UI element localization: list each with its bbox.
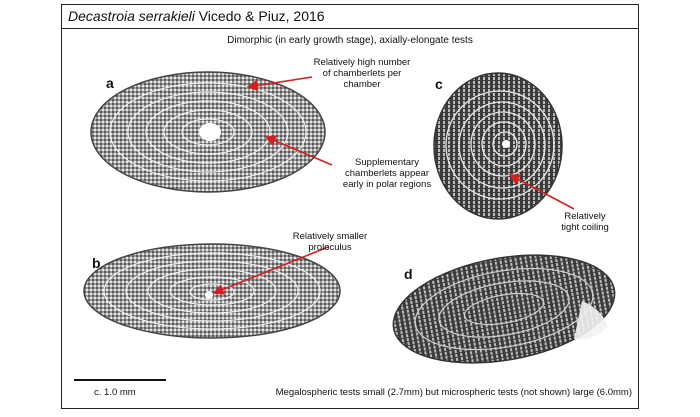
annotation-supplementary: Supplementary chamberlets appear early i… bbox=[342, 157, 432, 190]
panel-label-d: d bbox=[404, 266, 413, 282]
panel-label-b: b bbox=[92, 255, 101, 271]
specimen-illustrations bbox=[74, 71, 616, 381]
species-name: Decastroia serrakieli bbox=[68, 8, 195, 24]
panel-label-c: c bbox=[435, 76, 443, 92]
title-bar: Decastroia serrakieli Vicedo & Piuz, 201… bbox=[62, 5, 638, 29]
scale-bar-label: c. 1.0 mm bbox=[94, 387, 136, 398]
annotation-proloculus: Relatively smaller proloculus bbox=[292, 231, 368, 253]
chamberlets-arrow bbox=[246, 76, 313, 92]
supplementary-arrow bbox=[264, 135, 333, 166]
figure-subtitle: Dimorphic (in early growth stage), axial… bbox=[227, 35, 473, 46]
coiling-arrow bbox=[508, 174, 575, 210]
figure-frame: Decastroia serrakieli Vicedo & Piuz, 201… bbox=[61, 4, 639, 409]
specimen-d-image bbox=[392, 254, 616, 364]
figure-title: Decastroia serrakieli Vicedo & Piuz, 201… bbox=[68, 8, 325, 24]
specimen-c-image bbox=[433, 72, 563, 220]
panel-label-a: a bbox=[106, 75, 114, 91]
specimen-a-image bbox=[90, 71, 326, 193]
proloculus-arrow bbox=[212, 246, 329, 295]
species-authority: Vicedo & Piuz, 2016 bbox=[194, 8, 325, 24]
annotation-coiling: Relatively tight coiling bbox=[561, 211, 609, 233]
annotation-chamberlets: Relatively high number of chamberlets pe… bbox=[313, 57, 411, 90]
footnote: Megalospheric tests small (2.7mm) but mi… bbox=[275, 387, 632, 398]
